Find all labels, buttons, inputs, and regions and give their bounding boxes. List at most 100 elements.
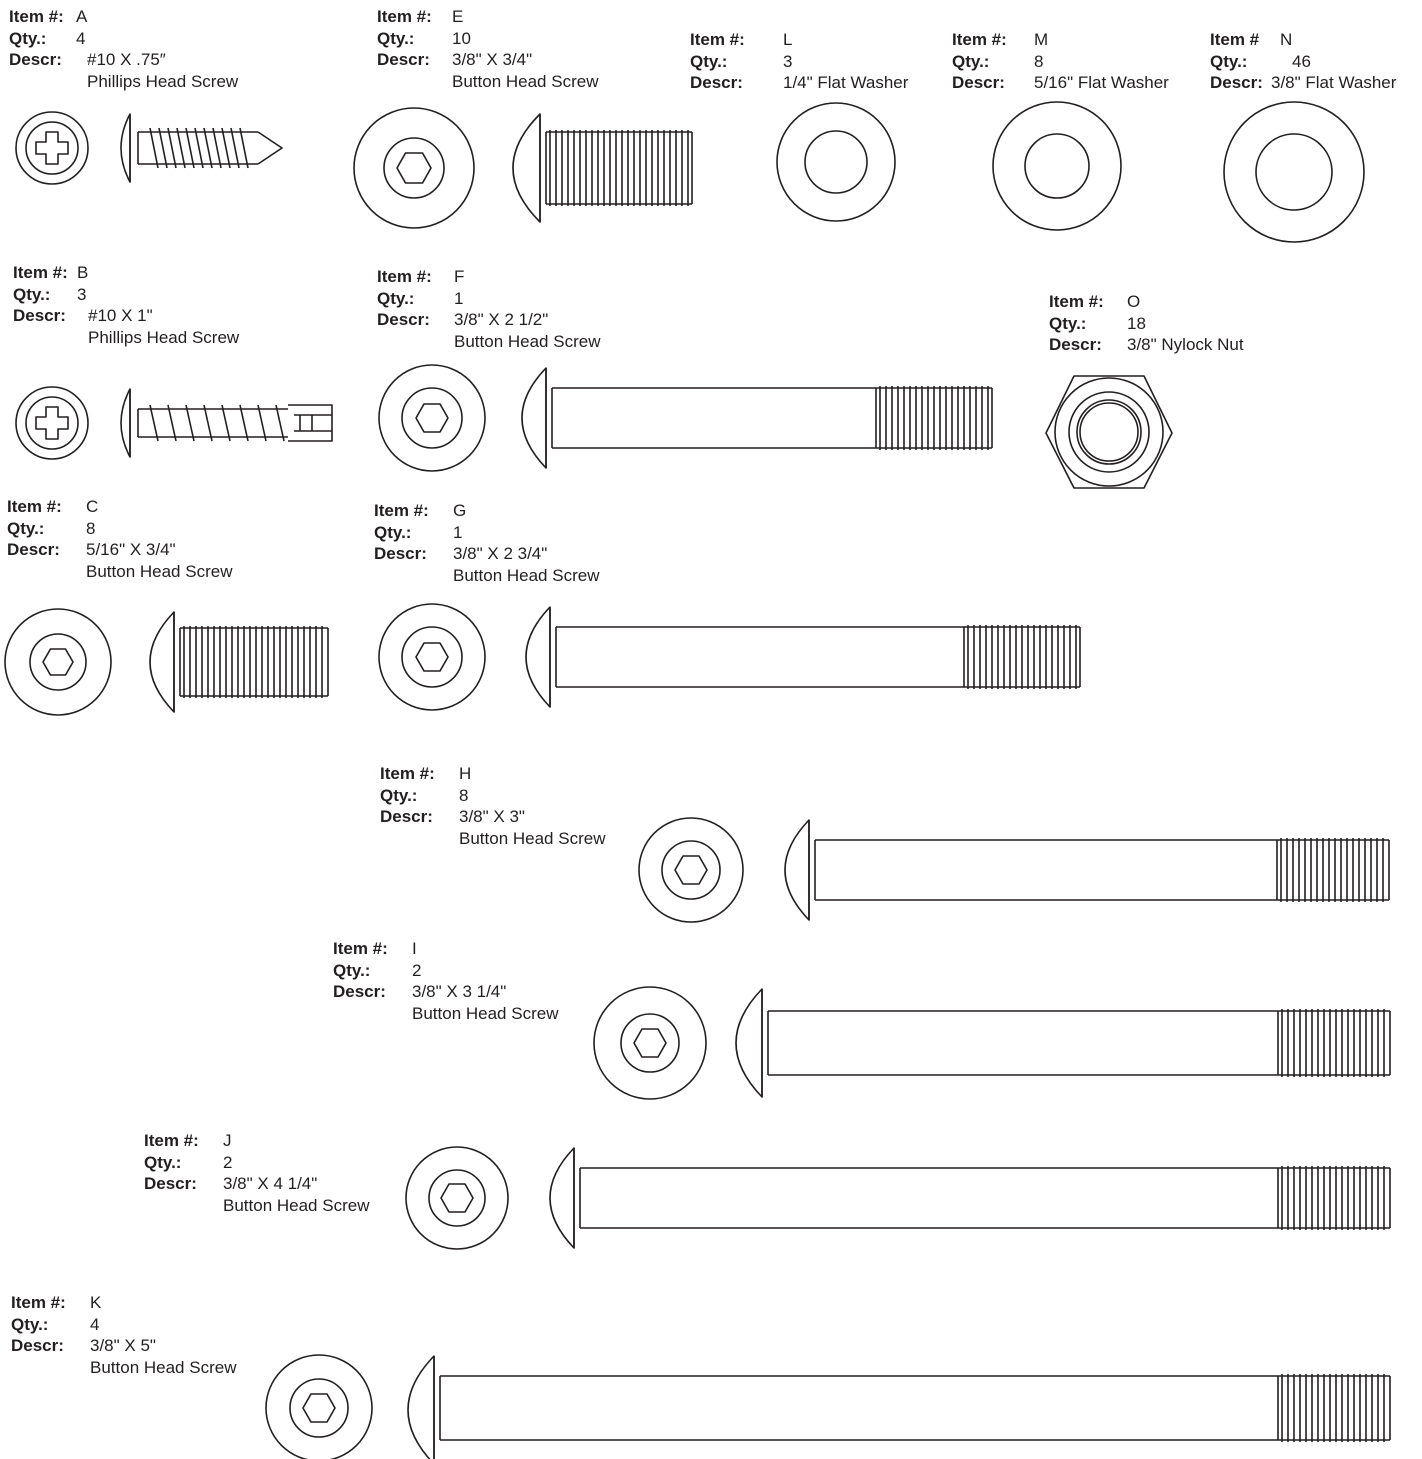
item-id: I <box>412 939 417 958</box>
button-head-screw-icon <box>521 367 993 469</box>
flat-washer-icon <box>1223 101 1365 243</box>
qty-label: Qty.: <box>7 518 45 538</box>
item-label: Item #: <box>1049 292 1104 311</box>
item-label: Item # <box>1210 30 1260 49</box>
item-F-drawing <box>378 364 993 472</box>
item-label: Item #: <box>13 263 68 282</box>
phillips-head-icon <box>15 111 89 185</box>
item-label: Item #: <box>144 1131 199 1150</box>
wood-screw-blunt-icon <box>120 388 333 458</box>
item-size: 3/8" Nylock Nut <box>1127 335 1244 354</box>
button-head-screw-icon <box>784 819 1390 921</box>
item-label: Item #: <box>952 30 1007 49</box>
item-id: H <box>459 764 472 783</box>
item-qty: 3 <box>783 51 793 71</box>
item-size: 3/8" X 5" <box>90 1336 156 1355</box>
hex-socket-head-icon <box>378 364 486 472</box>
item-qty: 10 <box>452 28 471 48</box>
item-id: K <box>90 1293 102 1312</box>
item-label: Item #: <box>7 497 62 516</box>
nylock-nut-icon <box>1045 375 1173 489</box>
item-qty: 2 <box>223 1152 233 1172</box>
item-C-drawing <box>4 608 329 716</box>
item-F-spec: Item #:F Qty.:1 Descr:3/8" X 2 1/2" Butt… <box>377 266 600 352</box>
button-head-screw-icon <box>407 1355 1391 1459</box>
item-type: Phillips Head Screw <box>88 327 240 347</box>
item-K-spec: Item #:K Qty.:4 Descr:3/8" X 5" Button H… <box>11 1292 236 1378</box>
item-qty: 8 <box>1034 51 1044 71</box>
item-size: 5/16" Flat Washer <box>1034 73 1169 92</box>
descr-label: Descr: <box>11 1336 64 1355</box>
qty-label: Qty.: <box>144 1152 182 1172</box>
item-id: E <box>452 7 464 26</box>
descr-label: Descr: <box>13 306 66 325</box>
item-qty: 2 <box>412 960 422 980</box>
descr-label: Descr: <box>7 540 60 559</box>
item-H-spec: Item #: H Qty.: 8 Descr: 3/8" X 3" Button H… <box>380 763 605 849</box>
qty-label: Qty.: <box>13 284 51 304</box>
item-size: 3/8" X 3" <box>459 807 525 826</box>
item-type: Button Head Screw <box>459 828 606 848</box>
item-E-spec: Item #: E Qty.: 10 Descr: 3/8" X 3/4" Butto… <box>377 6 598 92</box>
item-type: Button Head Screw <box>90 1357 237 1377</box>
item-id: J <box>223 1131 232 1150</box>
item-L-drawing <box>776 102 896 222</box>
qty-label: Qty.: <box>380 785 418 805</box>
item-size: 3/8" X 2 1/2" <box>454 310 549 329</box>
item-M-spec: Item #: M Qty.: 8 Descr: 5/16" Flat Washer <box>952 29 1169 94</box>
item-type: Button Head Screw <box>453 565 600 585</box>
descr-label: Descr: <box>1049 335 1102 354</box>
item-qty: 1 <box>453 522 463 542</box>
phillips-head-icon <box>15 386 89 460</box>
descr-label: Descr: <box>690 73 743 92</box>
item-L-spec: Item #:L Qty.:3 Descr:1/4" Flat Washer <box>690 29 908 94</box>
item-M-drawing <box>992 101 1122 231</box>
item-qty: 18 <box>1127 313 1146 333</box>
descr-label: Descr: <box>374 544 427 563</box>
item-E-drawing <box>353 107 693 229</box>
item-A-drawing <box>15 111 283 185</box>
item-G-spec: Item #:G Qty.:1 Descr:3/8" X 2 3/4" Butt… <box>374 500 599 586</box>
item-type: Button Head Screw <box>452 71 599 91</box>
item-label: Item #: <box>333 939 388 958</box>
item-label: Item #: <box>9 7 64 26</box>
descr-label: Descr: <box>377 310 430 329</box>
item-id: M <box>1034 30 1049 49</box>
item-size: 3/8" Flat Washer <box>1271 73 1397 92</box>
item-G-drawing <box>378 603 1081 711</box>
qty-label: Qty.: <box>377 28 415 48</box>
item-label: Item #: <box>380 764 435 783</box>
descr-label: Descr: <box>380 807 433 826</box>
item-id: N <box>1280 30 1293 49</box>
item-size: 1/4" Flat Washer <box>783 73 909 92</box>
button-head-screw-icon <box>512 113 693 223</box>
item-size: #10 X 1" <box>88 306 153 325</box>
qty-label: Qty.: <box>374 522 412 542</box>
qty-label: Qty.: <box>952 51 990 71</box>
item-qty: 8 <box>459 785 469 805</box>
flat-washer-icon <box>776 102 896 222</box>
item-label: Item #: <box>11 1293 66 1312</box>
item-size: #10 X .75″ <box>87 50 166 69</box>
qty-label: Qty.: <box>1210 51 1248 71</box>
item-qty: 46 <box>1292 51 1311 71</box>
item-type: Button Head Screw <box>412 1003 559 1023</box>
wood-screw-pointed-icon <box>120 113 283 183</box>
flat-washer-icon <box>992 101 1122 231</box>
item-label: Item #: <box>377 7 432 26</box>
button-head-screw-icon <box>149 611 329 713</box>
descr-label: Descr: <box>952 73 1005 92</box>
item-type: Phillips Head Screw <box>87 71 239 91</box>
descr-label: Descr: <box>377 50 430 69</box>
button-head-screw-icon <box>549 1147 1391 1249</box>
qty-label: Qty.: <box>690 51 728 71</box>
item-label: Item #: <box>374 501 429 520</box>
item-id: O <box>1127 292 1141 311</box>
item-size: 3/8" X 2 3/4" <box>453 544 548 563</box>
item-I-spec: Item #:I Qty.:2 Descr:3/8" X 3 1/4" Butt… <box>333 938 558 1024</box>
hex-socket-head-icon <box>265 1354 373 1459</box>
item-J-spec: Item #:J Qty.:2 Descr:3/8" X 4 1/4" Butt… <box>144 1130 369 1216</box>
descr-label: Descr: <box>144 1174 197 1193</box>
item-size: 3/8" X 3/4" <box>452 50 533 69</box>
qty-label: Qty.: <box>333 960 371 980</box>
